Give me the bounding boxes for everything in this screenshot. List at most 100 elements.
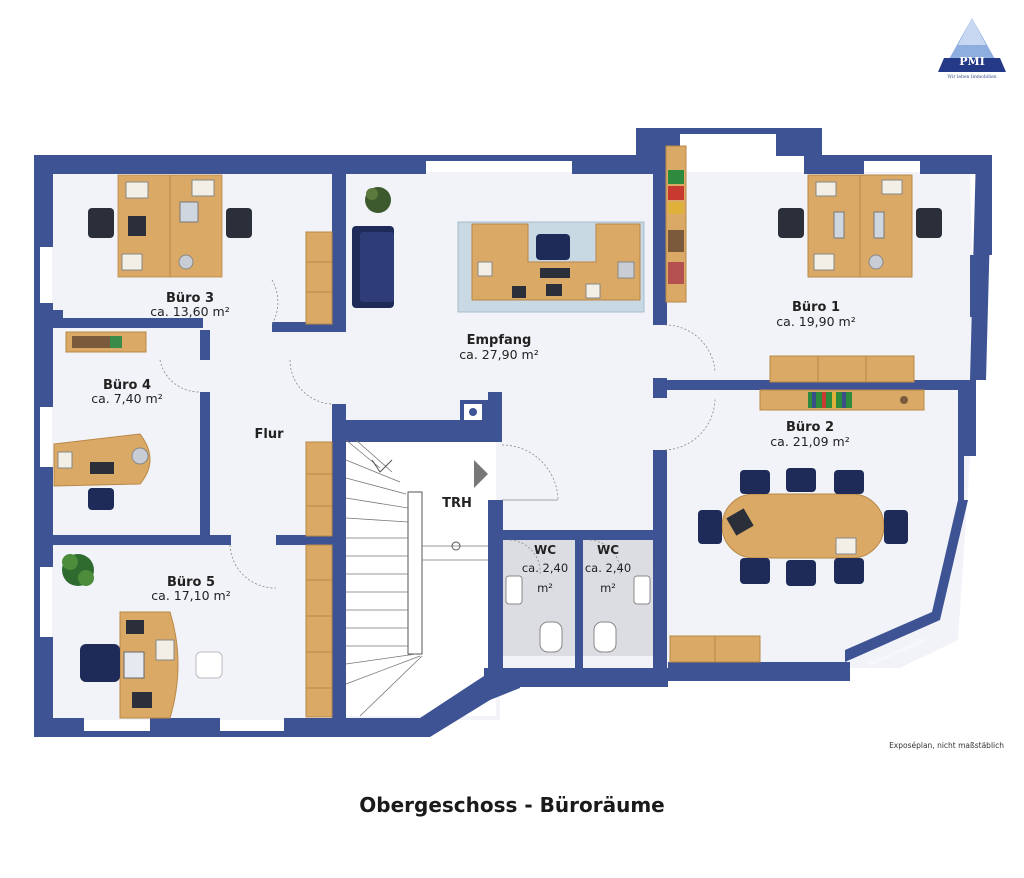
wall-left-c [34,467,53,567]
buero5-name: Büro 5 [167,575,215,590]
buero5-area: ca. 17,10 m² [151,588,230,603]
buero2-area: ca. 21,09 m² [770,434,849,449]
empfang-furniture [352,187,645,313]
wc1-sink [505,575,523,605]
buero4-area: ca. 7,40 m² [91,391,162,406]
buero1-furniture [665,145,942,383]
wall-bay-window [680,128,776,134]
flur-cabinet-a [305,441,333,537]
buero3-name: Büro 3 [166,291,214,306]
pmi-logo: PMI Wir leben Immobilien [938,18,1006,80]
wall-right-window-2 [958,456,964,506]
buero1-chair-right [916,208,942,238]
door-empfang-flur [289,359,333,405]
wall-top-mid [572,155,654,174]
buero3-area: ca. 13,60 m² [150,304,229,319]
wall-empfang-buero1 [653,155,667,325]
shaft-marker [464,404,482,420]
flur-furniture [305,441,333,718]
wall-b1-b2 [665,380,960,390]
wall-right-b [970,155,992,380]
staircase [345,439,488,717]
trh-door-arrow-icon [474,460,488,488]
wall-b4-flur-b [200,392,210,542]
wall-bottom-b [150,718,220,737]
stair-steps [345,439,488,717]
door-buero1 [664,324,716,373]
buero4-furniture [53,331,151,510]
empfang-reception-desk [471,223,641,301]
wall-b5-flur [276,535,336,545]
wall-bottom-c [284,718,424,737]
buero5-furniture [62,554,223,719]
buero2-furniture [669,389,925,663]
wc1-name: WC [534,543,556,557]
wall-empfang-stub [488,392,502,442]
wall-right-angled [845,500,968,662]
buero2-name: Büro 2 [786,420,834,435]
logo-text: PMI [959,55,985,68]
buero4-desk [53,433,151,487]
wall-bay-right [776,128,822,156]
empfang-name: Empfang [467,333,532,348]
wall-top-window-empfang [426,155,572,161]
flur-name: Flur [254,427,284,442]
door-buero2 [664,397,716,451]
empfang-chair [536,234,570,260]
wc2-name: WC [597,543,619,557]
wall-stair-wc [488,500,503,680]
wall-b4-b5 [53,535,231,545]
wc-fixtures [505,575,651,653]
buero1-name: Büro 1 [792,300,840,315]
plan-title: Obergeschoss - Büroräume [359,793,665,817]
buero4-chair [88,488,114,510]
buero5-chair [80,644,120,682]
wall-left-b [34,303,53,407]
wc1-area-line1: ca. 2,40 [522,561,568,575]
door-trh [501,444,559,501]
wall-b1-b2-stub [653,378,667,398]
wall-bottom-right [668,662,850,681]
door-buero3 [271,279,279,325]
wall-left-d [34,637,53,737]
wall-top-right-a [804,155,864,174]
buero4-name: Büro 4 [103,378,151,393]
wall-b3-b4-stub [53,310,63,324]
wall-top-right-b [920,155,992,174]
wall-top-left [34,155,426,174]
wc2-toilet [593,621,617,653]
stair-light-icon [451,541,461,551]
logo-pyramid-highlight [958,18,986,45]
wall-b4-flur-a [200,330,210,360]
stair-arrow [371,459,393,473]
wall-bottom-a [34,718,84,737]
buero2-chairs [698,468,908,586]
wall-left-window-3 [34,567,40,637]
buero1-area: ca. 19,90 m² [776,314,855,329]
door-wc2 [589,539,621,576]
buero5-guest-chair [195,651,223,679]
door-swings [159,279,716,589]
wc1-toilet [539,621,563,653]
buero1-sideboard [769,355,915,383]
scale-note: Exposéplan, nicht maßstäblich [889,741,1004,750]
empfang-area: ca. 27,90 m² [459,347,538,362]
wall-bottom-stair-angle [420,676,520,737]
buero1-chair-left [778,208,804,238]
wall-left-window-2 [34,407,40,467]
wall-bottom-window-1 [84,731,150,737]
buero3-chair-left [88,208,114,238]
buero3-cabinet [305,231,333,325]
logo-base [938,58,1006,72]
wall-right-c [958,380,976,456]
buero3-chair-right [226,208,252,238]
stair-handrail [407,491,423,655]
buero5-desk [119,611,179,719]
wall-flur-stair [332,404,346,718]
wall-b3-b4 [53,318,203,328]
walls [34,128,992,737]
logo-tagline: Wir leben Immobilien [947,74,996,80]
wall-bottom-window-2 [220,731,284,737]
wall-wc-divider [575,540,583,680]
